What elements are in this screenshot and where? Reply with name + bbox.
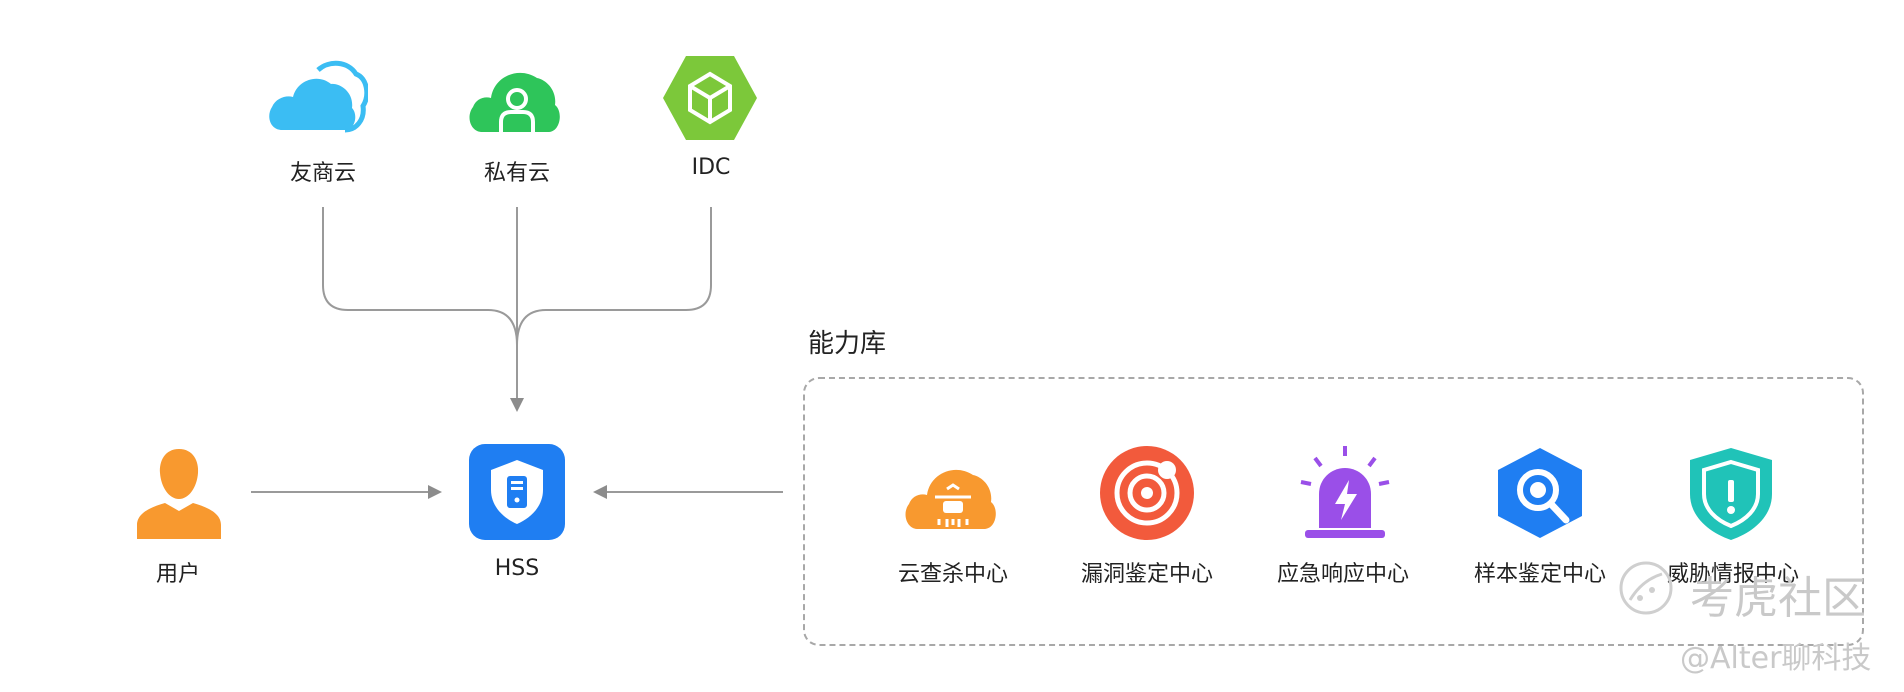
capability-item-label: 漏洞鉴定中心: [1080, 562, 1214, 587]
source-label-youshangyun: 友商云: [289, 161, 357, 186]
person-icon: [137, 447, 221, 539]
connector-idc: [516, 207, 712, 346]
cloud-icon: [266, 58, 370, 138]
capability-container: [803, 377, 1864, 646]
hss-label: HSS: [494, 556, 540, 581]
user-cloud-icon: [467, 58, 567, 138]
cube-hexagon-icon: [662, 54, 758, 142]
source-label-idc: IDC: [691, 155, 731, 180]
user-label: 用户: [155, 562, 201, 587]
target-icon: [1100, 446, 1194, 540]
watermark-brand: 考虎社区: [1690, 573, 1866, 624]
capability-item-label: 威胁情报中心: [1666, 562, 1800, 587]
capability-item-label: 应急响应中心: [1276, 562, 1410, 587]
capability-title: 能力库: [808, 329, 887, 359]
shield-alert-icon: [1688, 446, 1774, 540]
shield-server-icon: [469, 444, 565, 540]
watermark-logo-icon: [1618, 560, 1674, 616]
magnifier-hexagon-icon: [1496, 446, 1584, 540]
cloud-bug-icon: [903, 455, 1003, 533]
capability-item-label: 云查杀中心: [897, 562, 1009, 587]
connector-youshangyun: [322, 207, 518, 346]
capability-item-label: 样本鉴定中心: [1473, 562, 1607, 587]
watermark-handle: @Alter聊科技: [1680, 641, 1872, 676]
alarm-icon: [1297, 446, 1393, 540]
source-label-siyouyun: 私有云: [483, 161, 551, 186]
